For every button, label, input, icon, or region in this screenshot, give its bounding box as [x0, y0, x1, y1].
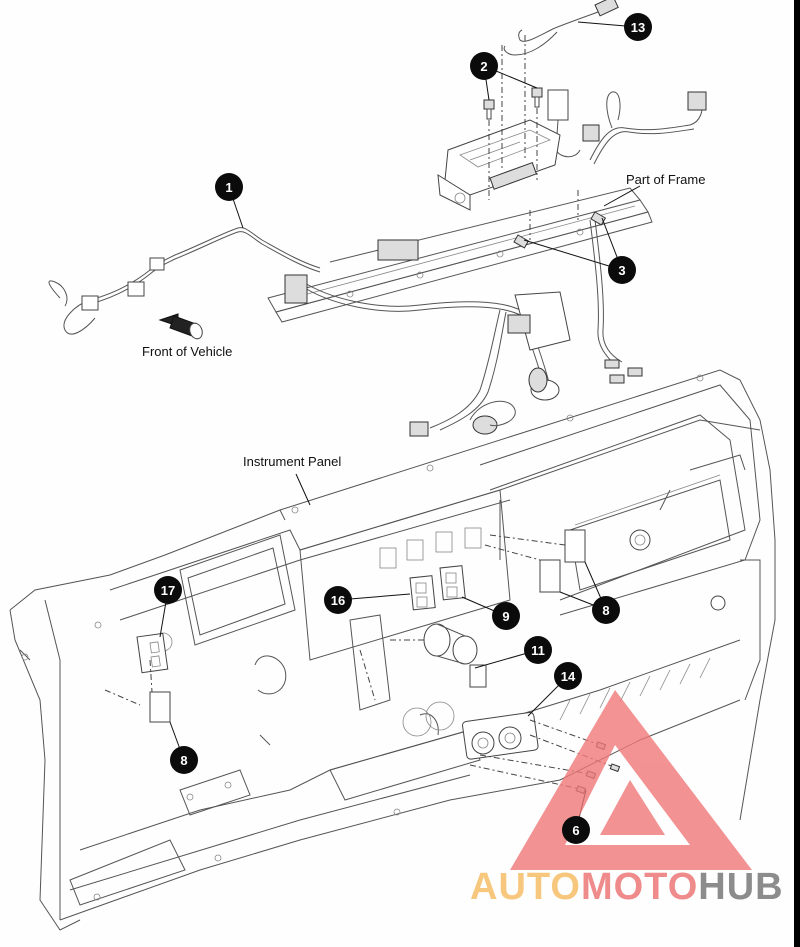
callout-16-switch: 16 — [324, 586, 352, 614]
battery-cable — [503, 0, 619, 56]
instrument-panel-label: Instrument Panel — [243, 454, 342, 469]
image-border — [794, 0, 800, 947]
mounting-bolts-2 — [483, 35, 543, 200]
callout-6-screws: 6 — [562, 816, 590, 844]
watermark-hub: HUB — [698, 866, 784, 908]
front-of-vehicle-label: Front of Vehicle — [142, 344, 233, 359]
callout-14-power-outlet: 14 — [554, 662, 582, 690]
front-of-vehicle-arrow — [158, 313, 203, 340]
mounting-bolts-3 — [513, 190, 607, 249]
main-wiring-harness — [48, 89, 707, 437]
callout-3-frame-bolts: 3 — [608, 256, 636, 284]
watermark-logo — [510, 690, 752, 870]
watermark-moto: MOTO — [580, 866, 699, 908]
callout-8-switch-blanks-right: 8 — [592, 596, 620, 624]
callout-9-switch: 9 — [492, 602, 520, 630]
callout-13-battery-cable: 13 — [624, 13, 652, 41]
watermark-auto: AUTO — [470, 866, 581, 908]
fuse-box — [437, 119, 561, 211]
callout-1-wiring-harness: 1 — [215, 173, 243, 201]
part-of-frame-label: Part of Frame — [626, 172, 706, 187]
callout-11-ignition-switch: 11 — [524, 636, 552, 664]
callout-leader-lines — [159, 21, 641, 831]
watermark-text: AUTOMOTOHUB — [470, 866, 784, 909]
callout-2-fuse-box-bolts: 2 — [470, 52, 498, 80]
callout-8-switch-blank-left: 8 — [170, 746, 198, 774]
callout-17-switch: 17 — [154, 576, 182, 604]
instrument-panel-body — [9, 369, 776, 931]
